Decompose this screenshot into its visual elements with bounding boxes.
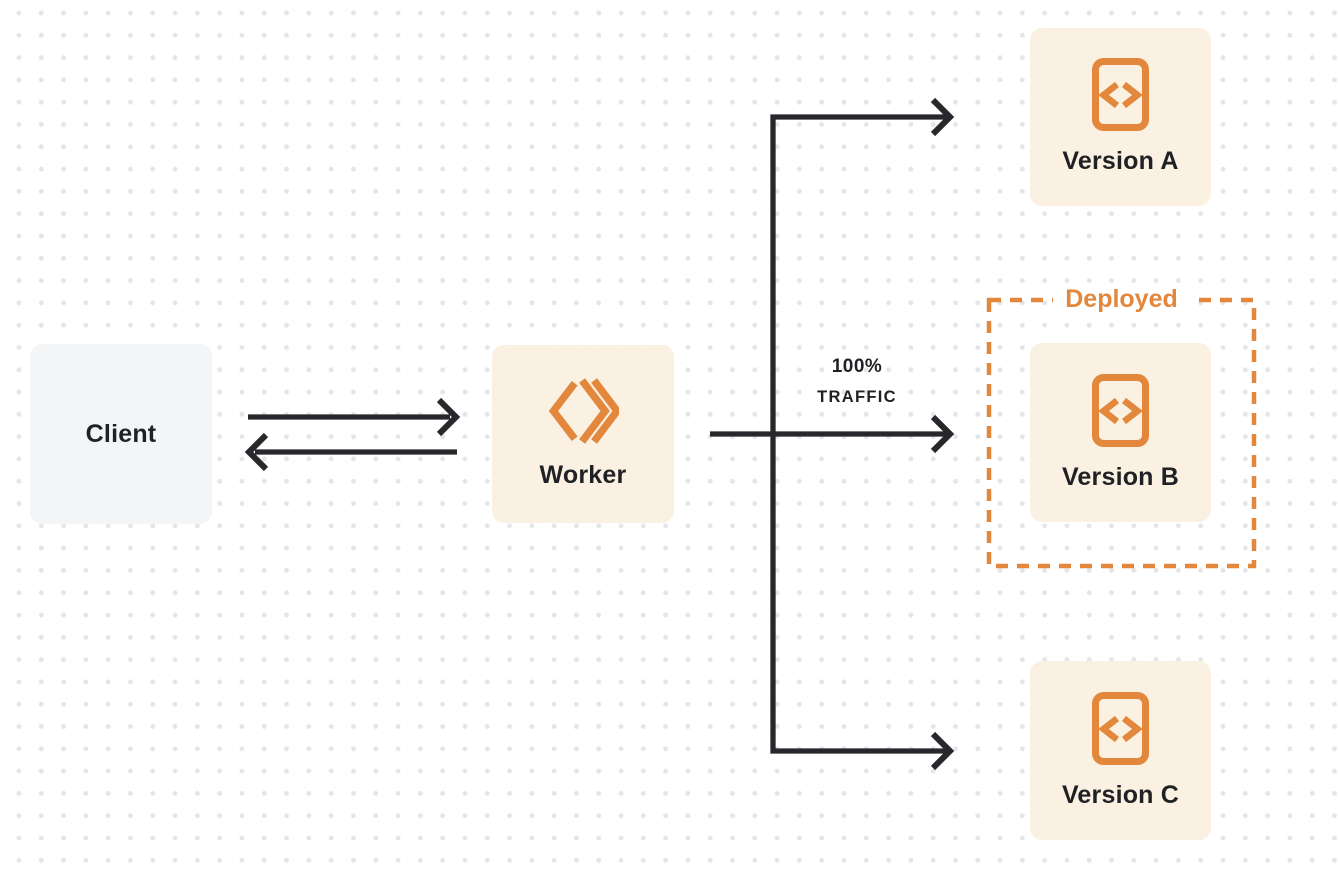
traffic-word: TRAFFIC: [817, 388, 897, 406]
code-file-icon: [1092, 691, 1149, 765]
traffic-percent: 100%: [831, 356, 883, 377]
version-c-arrowhead-icon: [930, 731, 955, 771]
client-node: Client: [30, 344, 212, 524]
request-arrowhead-icon: [436, 397, 461, 437]
traffic-label: 100% TRAFFIC: [772, 351, 942, 412]
code-file-icon: [1092, 58, 1149, 131]
version-b-node-label: Version B: [1061, 462, 1180, 491]
version-b-node: Version B: [1030, 343, 1211, 522]
worker-node: Worker: [492, 345, 674, 523]
version-c-node-label: Version C: [1061, 780, 1180, 809]
version-a-node-label: Version A: [1062, 147, 1179, 175]
code-file-icon: [1092, 373, 1149, 447]
worker-node-label: Worker: [539, 461, 627, 489]
client-node-label: Client: [85, 419, 157, 448]
response-arrowhead-icon: [244, 432, 269, 472]
version-a-node: Version A: [1030, 28, 1211, 206]
version-b-arrowhead-icon: [930, 414, 955, 454]
branch-fork-line: [770, 114, 946, 754]
version-a-arrowhead-icon: [930, 97, 955, 137]
worker-icon: [548, 378, 619, 444]
version-c-node: Version C: [1030, 661, 1211, 840]
